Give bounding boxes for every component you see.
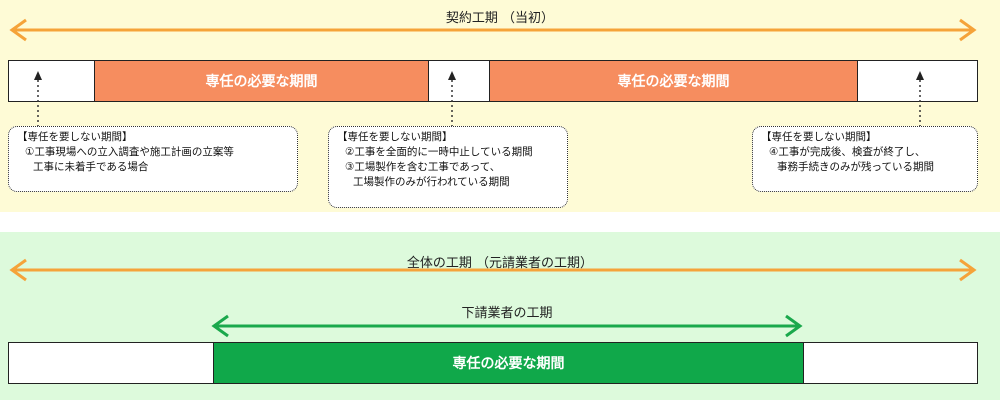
timeline-segment-required-2: 専任の必要な期間 — [489, 61, 857, 101]
contract-period-label: 契約工期 （当初） — [445, 11, 555, 26]
segment-label: 専任の必要な期間 — [452, 356, 565, 372]
timeline-segment-unrequired-3 — [857, 61, 977, 101]
overall-period-arrow — [9, 258, 977, 282]
timeline-segment-required: 専任の必要な期間 — [213, 343, 803, 383]
contract-timeline-bar: 専任の必要な期間 専任の必要な期間 — [8, 60, 978, 102]
timeline-segment-unrequired-2 — [428, 61, 489, 101]
subcontract-panel: 全体の工期 （元請業者の工期） 下請業者の工期 専任の必要な期間 — [0, 232, 1000, 400]
subcontractor-period-label: 下請業者の工期 — [461, 306, 553, 321]
subcontractor-period-arrow — [211, 314, 803, 338]
callout-pointers — [34, 71, 924, 126]
up-arrow-icon — [448, 71, 456, 80]
segment-label: 専任の必要な期間 — [205, 74, 318, 90]
timeline-segment-unrequired-1 — [9, 61, 94, 101]
up-arrow-icon — [34, 71, 42, 80]
callout-suspended-or-factory: 【専任を要しない期間】 ②工事を全面的に一時中止している期間 ③工場製作を含む工… — [328, 126, 568, 208]
timeline-segment-unrequired-1 — [9, 343, 213, 383]
callout-after-completion: 【専任を要しない期間】 ④工事が完成後、検査が終了し、 事務手続きのみが残ってい… — [752, 126, 978, 192]
up-arrow-icon — [916, 71, 924, 80]
initial-contract-panel: 契約工期 （当初） 専任の必要な期間 専任の必要な期間 — [0, 0, 1000, 212]
timeline-segment-unrequired-2 — [803, 343, 977, 383]
subcontract-timeline-bar: 専任の必要な期間 — [8, 342, 978, 384]
callout-not-started: 【専任を要しない期間】 ①工事現場への立入調査や施工計画の立案等 工事に未着手で… — [8, 126, 298, 192]
overall-period-label: 全体の工期 （元請業者の工期） — [406, 256, 594, 271]
timeline-segment-required-1: 専任の必要な期間 — [94, 61, 428, 101]
segment-label: 専任の必要な期間 — [617, 74, 730, 90]
contract-period-arrow — [9, 18, 977, 42]
